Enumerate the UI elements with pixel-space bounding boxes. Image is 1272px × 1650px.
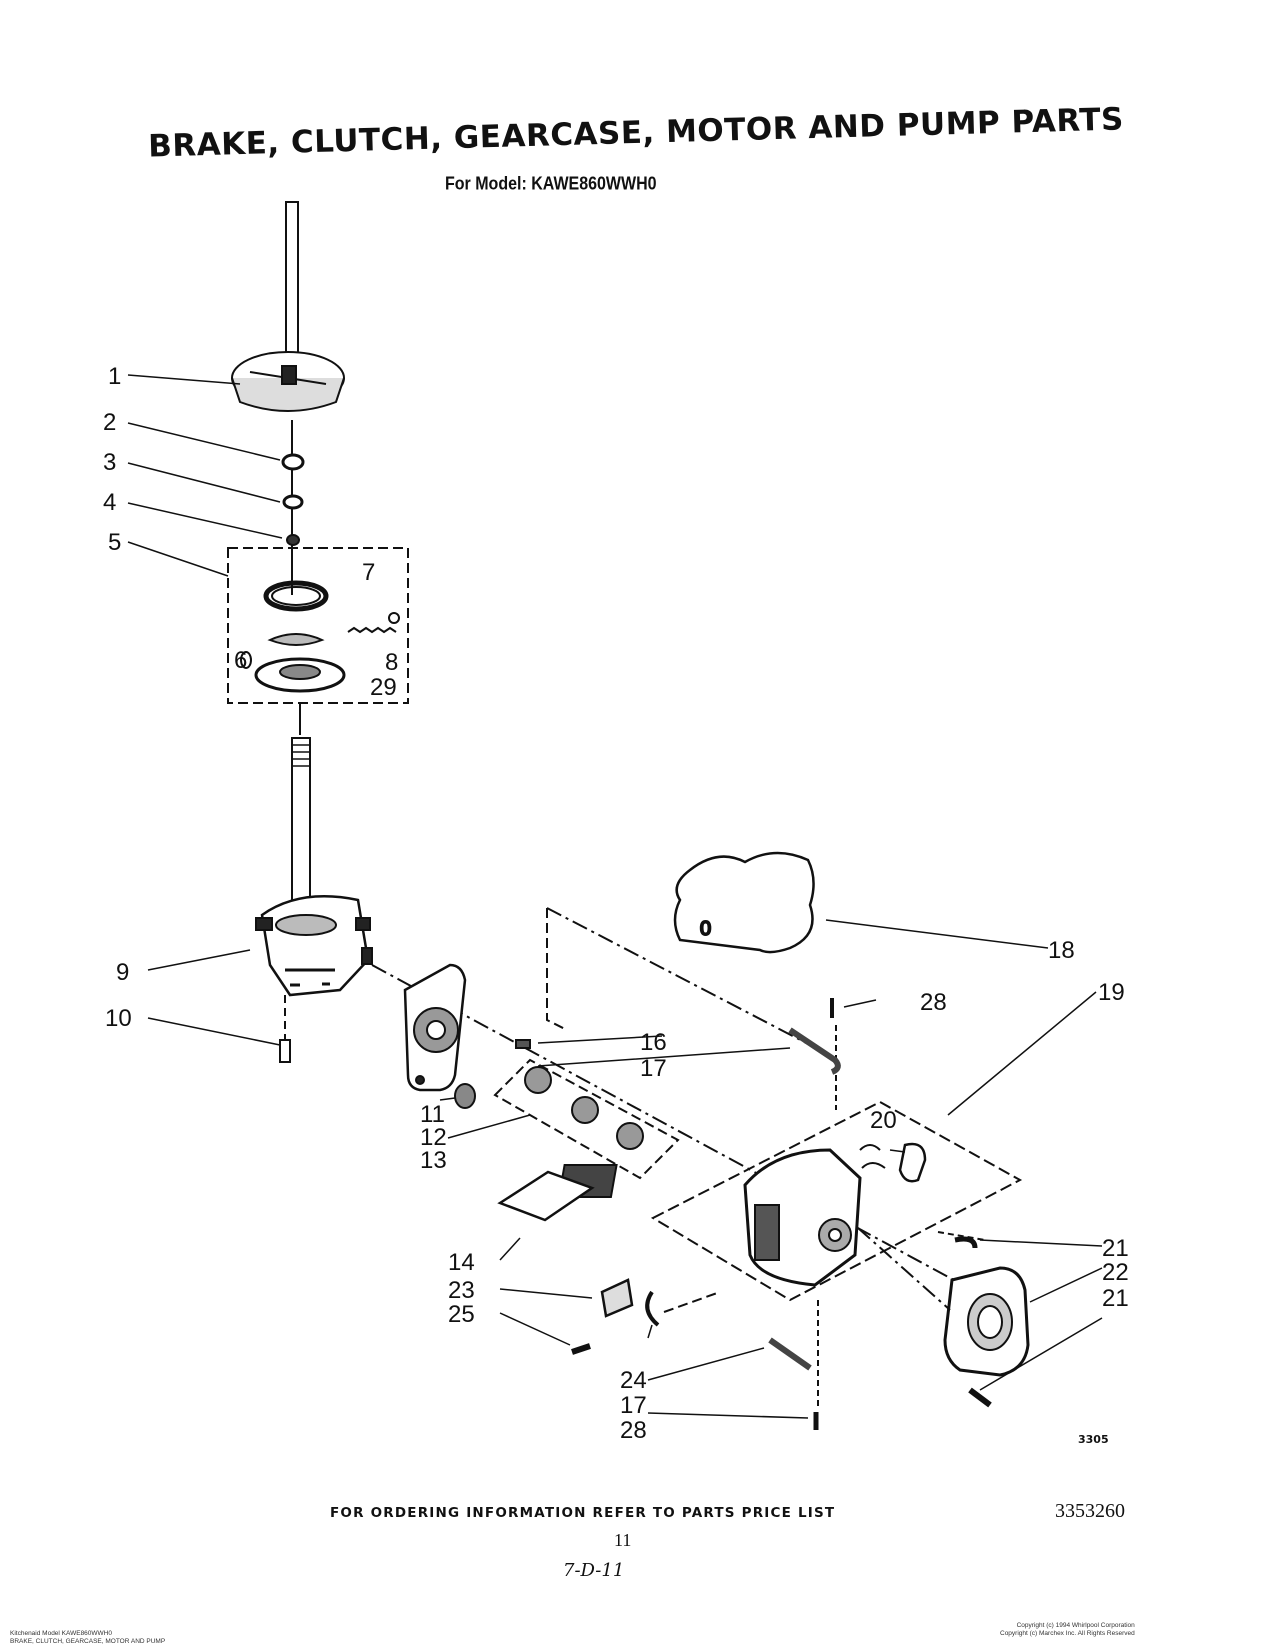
callout-4: 4 bbox=[103, 489, 116, 516]
washer-part bbox=[282, 494, 304, 510]
callout-17-bottom: 17 bbox=[620, 1392, 647, 1419]
brake-cam-part bbox=[231, 351, 345, 412]
document-number: 3353260 bbox=[1055, 1500, 1125, 1522]
pump-housing-part bbox=[403, 963, 467, 1092]
callout-labels: 1 2 3 4 5 6 7 8 29 9 10 11 12 13 14 16 1… bbox=[103, 363, 1129, 1444]
callout-5: 5 bbox=[108, 529, 121, 556]
fine-print-left: Kitchenaid Model KAWE860WWH0 BRAKE, CLUT… bbox=[10, 1630, 165, 1645]
callout-6: 6 bbox=[234, 647, 247, 674]
callout-29: 29 bbox=[370, 674, 397, 701]
callout-24: 24 bbox=[620, 1367, 647, 1394]
motor-part bbox=[557, 1144, 886, 1287]
callout-18: 18 bbox=[1048, 937, 1075, 964]
callout-25: 25 bbox=[448, 1301, 475, 1328]
drive-shaft-top bbox=[285, 201, 299, 368]
gasket-part bbox=[673, 851, 815, 954]
callout-28-bottom: 28 bbox=[620, 1417, 647, 1444]
fine-print-line: Copyright (c) Marchex Inc. All Rights Re… bbox=[1000, 1629, 1135, 1637]
callout-17: 17 bbox=[640, 1055, 667, 1082]
callout-7: 7 bbox=[362, 559, 375, 586]
leader-lines bbox=[127, 374, 1103, 1419]
motor-kit-box bbox=[650, 1100, 1023, 1302]
callout-13: 13 bbox=[420, 1147, 447, 1174]
callout-12: 12 bbox=[420, 1124, 447, 1151]
callout-22: 22 bbox=[1102, 1259, 1129, 1286]
fine-print-right: Copyright (c) 1994 Whirlpool Corporation… bbox=[1000, 1622, 1135, 1637]
callout-14: 14 bbox=[448, 1249, 475, 1276]
ordering-note: FOR ORDERING INFORMATION REFER TO PARTS … bbox=[330, 1505, 836, 1521]
gearcase-part bbox=[255, 895, 373, 997]
callout-23: 23 bbox=[448, 1277, 475, 1304]
callout-2: 2 bbox=[103, 409, 116, 436]
callout-10: 10 bbox=[105, 1005, 132, 1032]
callout-16: 16 bbox=[640, 1029, 667, 1056]
fine-print-line: BRAKE, CLUTCH, GEARCASE, MOTOR AND PUMP bbox=[10, 1637, 166, 1645]
callout-19: 19 bbox=[1098, 979, 1125, 1006]
figure-code: 3305 bbox=[1078, 1433, 1109, 1446]
callout-28-top: 28 bbox=[920, 989, 947, 1016]
fine-print-line: Kitchenaid Model KAWE860WWH0 bbox=[10, 1630, 112, 1637]
gasket-mark: 0 bbox=[700, 918, 711, 940]
plate-part bbox=[497, 1170, 595, 1222]
clutch-kit-box bbox=[227, 547, 409, 704]
callout-9: 9 bbox=[116, 959, 129, 986]
washer-part bbox=[286, 534, 300, 546]
fine-print-line: Copyright (c) 1994 Whirlpool Corporation bbox=[1016, 1622, 1135, 1629]
callout-3: 3 bbox=[103, 449, 116, 476]
callout-8: 8 bbox=[385, 649, 398, 676]
callout-21-bottom: 21 bbox=[1102, 1285, 1129, 1312]
cover-part bbox=[943, 1266, 1030, 1377]
callout-21-top: 21 bbox=[1102, 1235, 1129, 1262]
callout-20: 20 bbox=[870, 1107, 897, 1134]
page-number: 11 bbox=[614, 1530, 632, 1550]
model-subtitle: For Model: KAWE860WWH0 bbox=[445, 174, 657, 195]
callout-1: 1 bbox=[108, 363, 121, 390]
washer-part bbox=[281, 453, 305, 471]
handwritten-note: 7-D-11 bbox=[563, 1560, 625, 1581]
callout-11: 11 bbox=[420, 1101, 445, 1128]
bolt-part bbox=[279, 1039, 291, 1063]
